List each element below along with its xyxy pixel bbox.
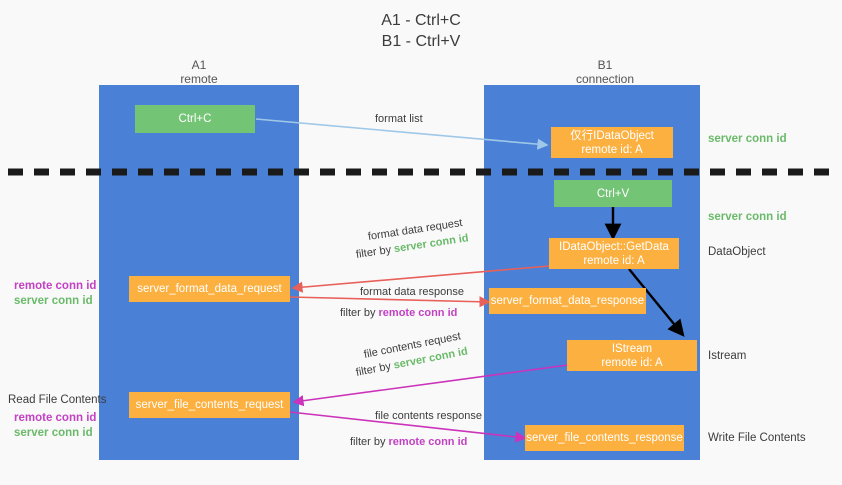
lane-a1-name: A1 [191, 58, 207, 72]
lane-b1-name: B1 [597, 58, 613, 72]
caption-format-data-response-filter: filter by remote conn id [340, 306, 457, 320]
caption-file-contents-request-filter-prefix: filter by [354, 359, 395, 379]
caption-file-contents-response-filter-prefix: filter by [350, 436, 389, 448]
box-clipboard-dataobject[interactable]: 仅行IDataObject remote id: A [551, 127, 673, 158]
caption-format-list: format list [375, 113, 423, 125]
box-clipboard-dataobject-line1: 仅行IDataObject [570, 129, 654, 142]
caption-format-data-response-filter-key: remote conn id [378, 307, 458, 319]
left-label-server-conn-id-2: server conn id [14, 427, 93, 439]
right-label-istream: Istream [708, 350, 747, 362]
box-getdata-line1: IDataObject::GetData [559, 240, 669, 253]
box-ctrl-v-label: Ctrl+V [596, 187, 630, 200]
box-server-file-contents-request-label: server_file_contents_request [135, 399, 284, 411]
box-getdata[interactable]: IDataObject::GetData remote id: A [549, 238, 679, 269]
caption-format-data-response-filter-prefix: filter by [340, 307, 379, 319]
box-clipboard-dataobject-line2: remote id: A [581, 143, 643, 156]
lane-header-b1: B1 connection [505, 58, 705, 86]
left-label-remote-conn-id-2: remote conn id [14, 412, 97, 424]
right-label-dataobject: DataObject [708, 246, 766, 258]
box-istream[interactable]: IStream remote id: A [567, 340, 697, 371]
box-ctrl-v[interactable]: Ctrl+V [554, 180, 672, 207]
box-server-file-contents-request[interactable]: server_file_contents_request [129, 392, 290, 418]
left-label-server-conn-id-1: server conn id [14, 295, 93, 307]
lane-b1-subtitle: connection [575, 72, 635, 86]
left-label-read-file-contents: Read File Contents [8, 394, 107, 406]
lane-a1-subtitle: remote [180, 72, 218, 86]
box-server-format-data-request-label: server_format_data_request [137, 283, 282, 295]
caption-file-contents-response-filter: filter by remote conn id [350, 435, 467, 449]
box-server-format-data-response[interactable]: server_format_data_response [489, 288, 646, 314]
box-getdata-line2: remote id: A [583, 254, 645, 267]
box-server-format-data-response-label: server_format_data_response [490, 295, 645, 307]
box-ctrl-c-label: Ctrl+C [178, 113, 212, 125]
right-label-server-conn-id-1: server conn id [708, 133, 787, 145]
page-title: A1 - Ctrl+C B1 - Ctrl+V [0, 10, 842, 52]
box-server-format-data-request[interactable]: server_format_data_request [129, 276, 290, 302]
caption-file-contents-response-filter-key: remote conn id [388, 436, 468, 448]
box-server-file-contents-response-label: server_file_contents_response [526, 432, 683, 444]
box-istream-line2: remote id: A [601, 356, 663, 369]
box-istream-line1: IStream [611, 342, 653, 355]
lane-header-a1: A1 remote [99, 58, 299, 86]
caption-format-data-request-filter-prefix: filter by [355, 243, 395, 261]
box-ctrl-c[interactable]: Ctrl+C [135, 105, 255, 133]
caption-format-data-response: format data response [360, 286, 464, 298]
left-label-remote-conn-id-1: remote conn id [14, 280, 97, 292]
title-line-1: A1 - Ctrl+C [381, 12, 461, 29]
caption-file-contents-response: file contents response [375, 410, 483, 422]
right-label-write-file-contents: Write File Contents [708, 432, 806, 444]
box-server-file-contents-response[interactable]: server_file_contents_response [525, 425, 684, 451]
title-line-2: B1 - Ctrl+V [381, 33, 461, 50]
right-label-server-conn-id-2: server conn id [708, 211, 787, 223]
